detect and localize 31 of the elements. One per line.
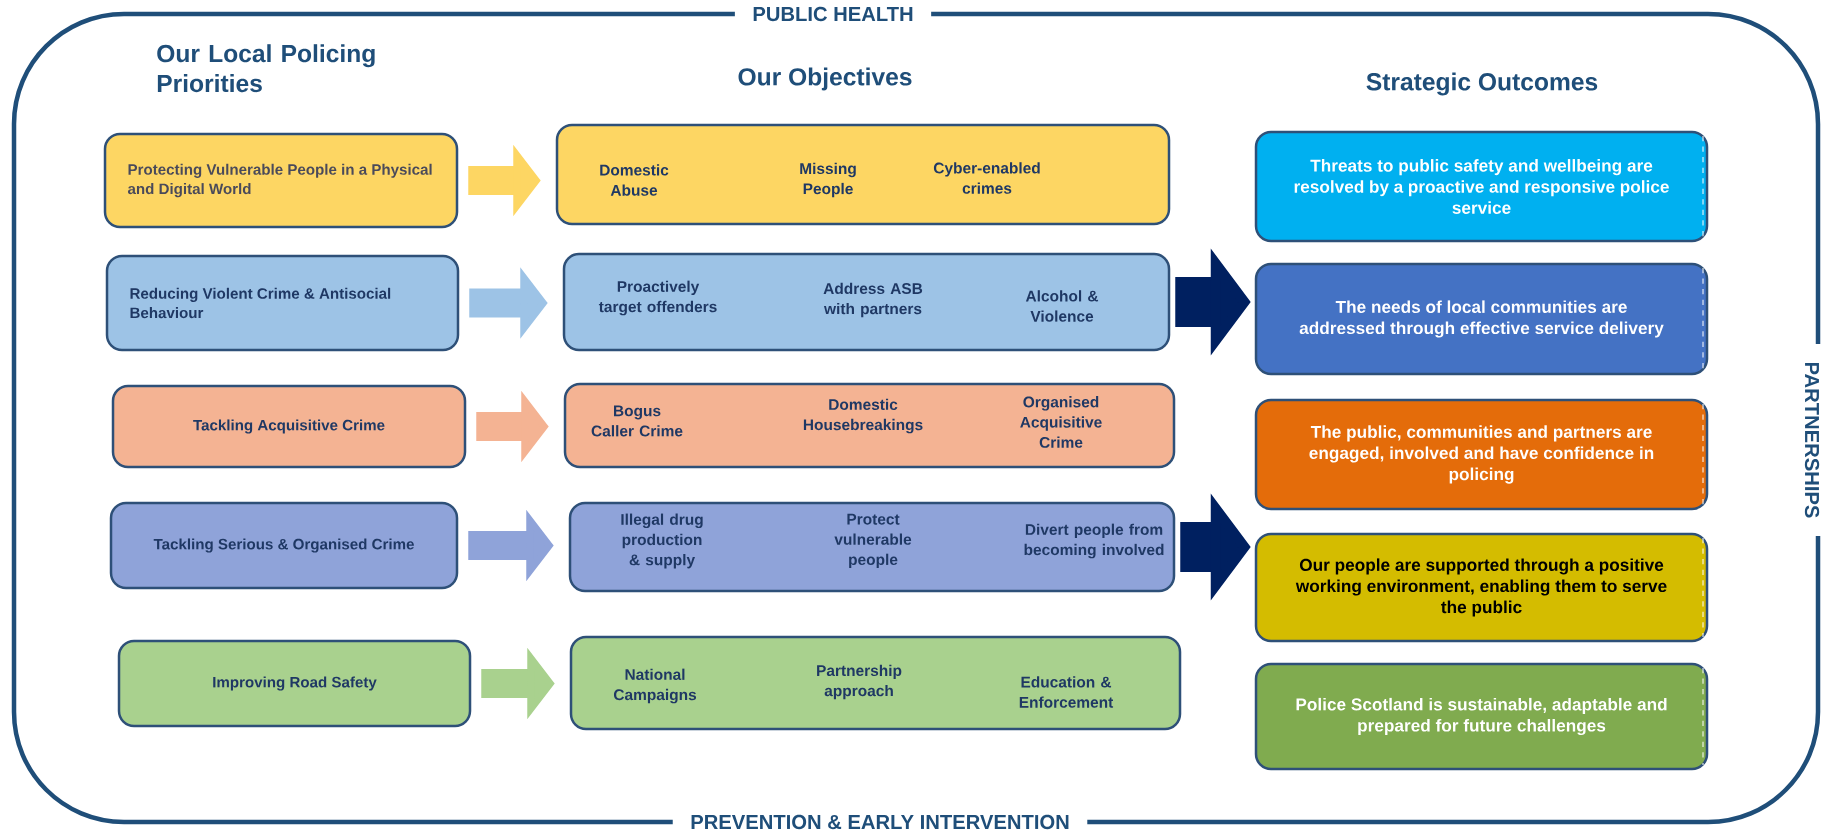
objective-text: Domestic Abuse — [600, 164, 669, 196]
objective-text: Address ASB with partners — [823, 282, 923, 318]
priority-box: Tackling Acquisitive Crime — [111, 384, 467, 469]
column-heading: Our Objectives — [738, 67, 912, 91]
objective-text: Bogus Caller Crime — [591, 405, 683, 437]
outcome-box: The needs of local communities are addressed through effective service delivery — [1254, 262, 1709, 376]
objective-text: Domestic Housebreakings — [803, 398, 923, 434]
objective-text: Divert people from becoming involved — [1024, 523, 1164, 559]
objective-text: Protect vulnerable people — [834, 513, 912, 569]
objective-text: Alcohol & Violence — [1025, 290, 1099, 322]
frame-label: PARTNERSHIPS — [1799, 344, 1825, 536]
objective-text: Illegal drug production & supply — [621, 513, 703, 569]
outcome-box: Our people are supported through a positive working environment, enabling them to serve the public — [1254, 532, 1709, 643]
priority-box: Reducing Violent Crime & Antisocial Behaviour — [105, 254, 460, 352]
frame-label: PUBLIC HEALTH — [734, 1, 932, 27]
objective-text: National Campaigns — [613, 668, 697, 704]
outcome-box: Police Scotland is sustainable, adaptable and prepared for future challenges — [1254, 662, 1709, 771]
objective-text: Organised Acquisitive Crime — [1020, 396, 1102, 448]
objective-text: Cyber-enabled crimes — [933, 162, 1040, 194]
priority-box: Protecting Vulnerable People in a Physical and Digital World — [103, 132, 459, 229]
priority-box: Tackling Serious & Organised Crime — [109, 501, 459, 590]
objective-text: Education & Enforcement — [1019, 676, 1114, 708]
outcome-box: Threats to public safety and wellbeing are resolved by a proactive and responsive police service — [1254, 130, 1709, 243]
outcome-box: The public, communities and partners are engaged, involved and have confidence in policing — [1254, 398, 1709, 511]
frame-label: PREVENTION & EARLY INTERVENTION — [672, 809, 1088, 835]
column-heading: Strategic Outcomes — [1366, 72, 1598, 96]
objective-text: Partnership approach — [817, 664, 902, 700]
priority-box: Improving Road Safety — [117, 639, 472, 728]
objective-text: Proactively target offenders — [598, 280, 717, 316]
column-heading: Our Local Policing Priorities — [157, 44, 375, 93]
objective-text: Missing People — [800, 162, 856, 198]
